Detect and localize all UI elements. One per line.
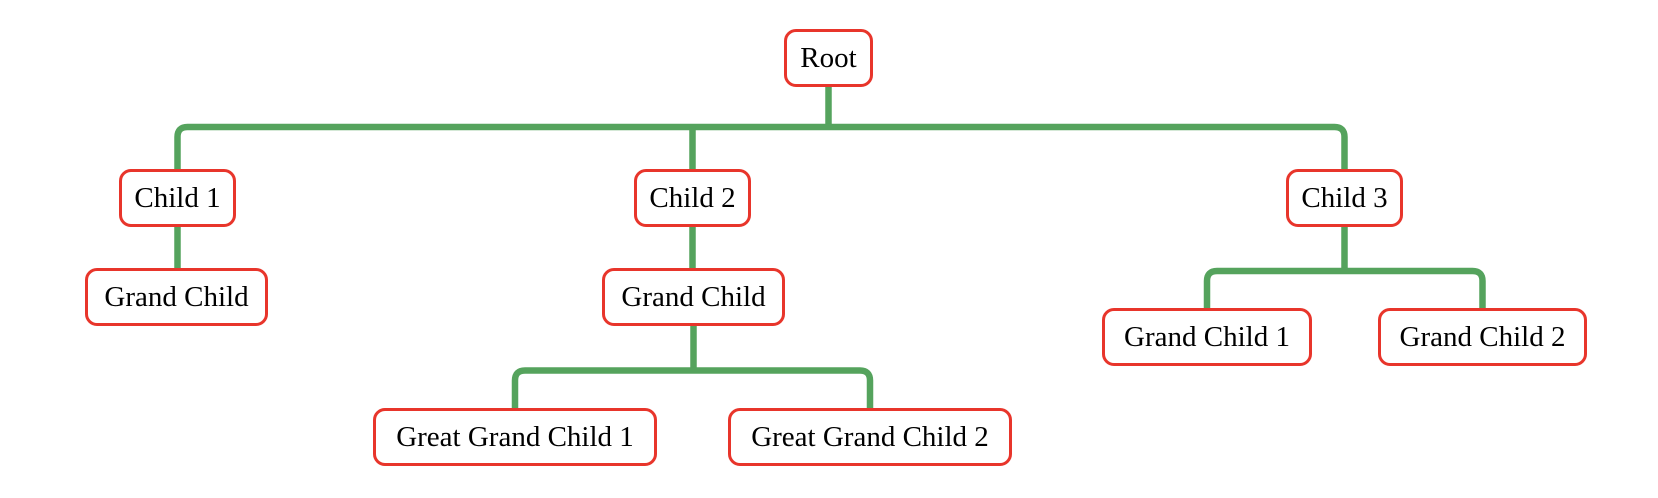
connector-ggc-bus [511, 367, 874, 409]
tree-node-grandchild-of-child-1: Grand Child [85, 268, 268, 326]
tree-node-great-grandchild-2: Great Grand Child 2 [728, 408, 1012, 466]
connector-child3-bus [1203, 267, 1486, 309]
tree-node-child-3: Child 3 [1286, 169, 1403, 227]
tree-node-great-grandchild-1: Great Grand Child 1 [373, 408, 657, 466]
connector-level1-bus [174, 123, 1348, 170]
tree-node-grandchild-2-of-child-3: Grand Child 2 [1378, 308, 1587, 366]
tree-node-grandchild-of-child-2: Grand Child [602, 268, 785, 326]
tree-node-root: Root [784, 29, 873, 87]
tree-node-child-2: Child 2 [634, 169, 751, 227]
tree-node-grandchild-1-of-child-3: Grand Child 1 [1102, 308, 1312, 366]
tree-node-child-1: Child 1 [119, 169, 236, 227]
